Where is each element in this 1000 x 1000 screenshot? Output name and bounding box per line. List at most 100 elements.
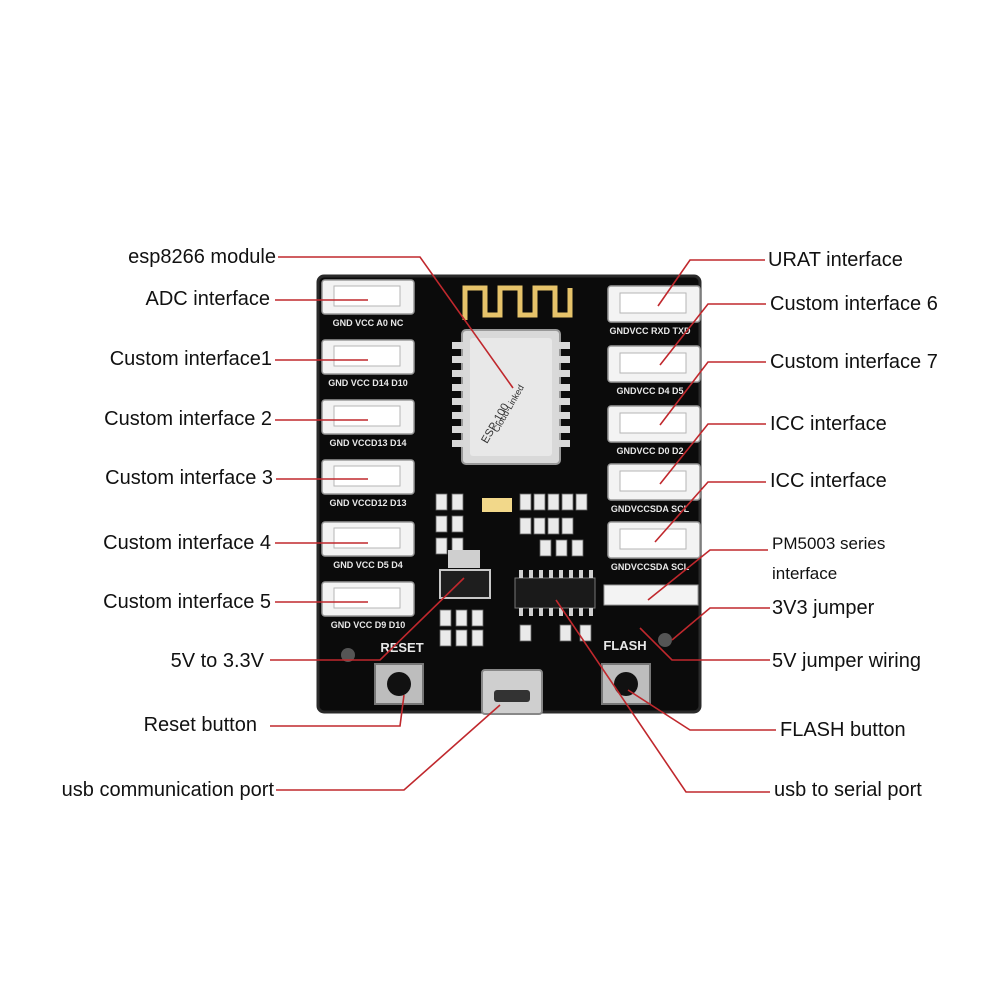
smd-component [533, 493, 546, 511]
chip-pin [589, 608, 593, 616]
label-custom-interface2: Custom interface 2 [104, 408, 272, 430]
usb-opening [494, 690, 530, 702]
smd-component [455, 629, 468, 647]
leader-5v-to-3v3 [270, 577, 465, 661]
chip-pin [569, 608, 573, 616]
label-custom-interface1: Custom interface1 [109, 348, 272, 370]
module-pad [558, 370, 570, 377]
smd-component [539, 539, 552, 557]
connector-socket [619, 412, 687, 434]
antenna-trace [462, 285, 573, 320]
usb-serial-chip [514, 577, 596, 609]
connector-socket [333, 465, 401, 487]
label-adc-interface: ADC interface [145, 288, 271, 310]
smd-component [451, 515, 464, 533]
smd-component [519, 624, 532, 642]
label-esp8266-module: esp8266 module [128, 246, 276, 268]
smd-component [435, 515, 448, 533]
right-pin-label: GNDVCC RXD TXD [609, 326, 691, 336]
connector-socket [619, 528, 687, 550]
chip-pin [519, 570, 523, 578]
chip-pin [549, 570, 553, 578]
leader-icc-interface-1 [659, 423, 766, 485]
smd-component [561, 493, 574, 511]
chip-pins [519, 570, 593, 616]
leader-pm5003-interface [647, 549, 768, 601]
label-pm5003-line1: PM5003 series [772, 534, 886, 553]
module-pad [558, 398, 570, 405]
leader-custom-interface7 [659, 361, 766, 426]
label-icc-interface-2: ICC interface [770, 470, 887, 492]
leader-urat-interface [657, 259, 765, 307]
label-custom-interface5: Custom interface 5 [103, 591, 271, 613]
module-pad [558, 356, 570, 363]
chip-pin [579, 608, 583, 616]
leader-icc-interface-2 [654, 481, 766, 543]
leader-custom-interface6 [659, 303, 766, 366]
label-reset-button: Reset button [143, 714, 257, 736]
smd-component [555, 539, 568, 557]
module-pad [558, 440, 570, 447]
smd-component [439, 609, 452, 627]
module-shield-inner [470, 338, 552, 456]
leader-reset-button [270, 694, 405, 727]
mount-hole [658, 633, 672, 647]
module-pad [452, 426, 464, 433]
smd-component [471, 629, 484, 647]
reset-silkscreen: RESET [380, 640, 423, 655]
flash-button-cap [614, 672, 638, 696]
smd-component [519, 493, 532, 511]
smd-component [559, 624, 572, 642]
label-5v-jumper-wiring: 5V jumper wiring [772, 650, 921, 672]
left-pin-label: GND VCCD12 D13 [329, 498, 406, 508]
right-pin-label: GNDVCCSDA SCL [611, 562, 690, 572]
smd-component [451, 493, 464, 511]
right-connectors: GNDVCC RXD TXD GNDVCC D4 D5 GNDVCC D0 D2 GN… [607, 285, 701, 572]
chip-pin [539, 570, 543, 578]
smd-component [435, 537, 448, 555]
chip-pin [569, 570, 573, 578]
chip-pin [559, 608, 563, 616]
label-5v-to-3v3: 5V to 3.3V [170, 650, 264, 672]
chip-pin [519, 608, 523, 616]
label-custom-interface3: Custom interface 3 [105, 467, 273, 489]
smd-components [435, 493, 592, 647]
right-pin-label: GNDVCC D4 D5 [616, 386, 683, 396]
connector-socket [333, 527, 401, 549]
label-custom-interface6: Custom interface 6 [770, 293, 938, 315]
left-pin-label: GND VCC A0 NC [333, 318, 404, 328]
left-pin-label: GND VCC D14 D10 [328, 378, 408, 388]
smd-component [533, 517, 546, 535]
yellow-component [482, 498, 512, 512]
label-custom-interface4: Custom interface 4 [103, 532, 271, 554]
chip-pin [529, 570, 533, 578]
connector-socket [333, 405, 401, 427]
connector-socket [333, 587, 401, 609]
module-pad [452, 440, 464, 447]
chip-pin [529, 608, 533, 616]
leader-lines [270, 256, 776, 793]
connector-socket [619, 470, 687, 492]
connector-socket [619, 352, 687, 374]
left-pin-label: GND VCCD13 D14 [329, 438, 406, 448]
right-pin-label: GNDVCC D0 D2 [616, 446, 683, 456]
regulator-tab [448, 550, 480, 568]
smd-component [547, 493, 560, 511]
label-flash-button: FLASH button [780, 719, 906, 741]
smd-component [471, 609, 484, 627]
module-pad [452, 384, 464, 391]
module-pad [558, 342, 570, 349]
leader-usb-communication-port [276, 704, 501, 791]
leader-3v3-jumper [671, 607, 770, 641]
module-pad [452, 398, 464, 405]
smd-component [455, 609, 468, 627]
left-pin-label: GND VCC D9 D10 [331, 620, 406, 630]
chip-pin [539, 608, 543, 616]
label-pm5003-line2: interface [772, 564, 838, 583]
leader-usb-to-serial-port [555, 599, 770, 793]
module-pad [558, 384, 570, 391]
smd-component [439, 629, 452, 647]
label-custom-interface7: Custom interface 7 [770, 351, 938, 373]
